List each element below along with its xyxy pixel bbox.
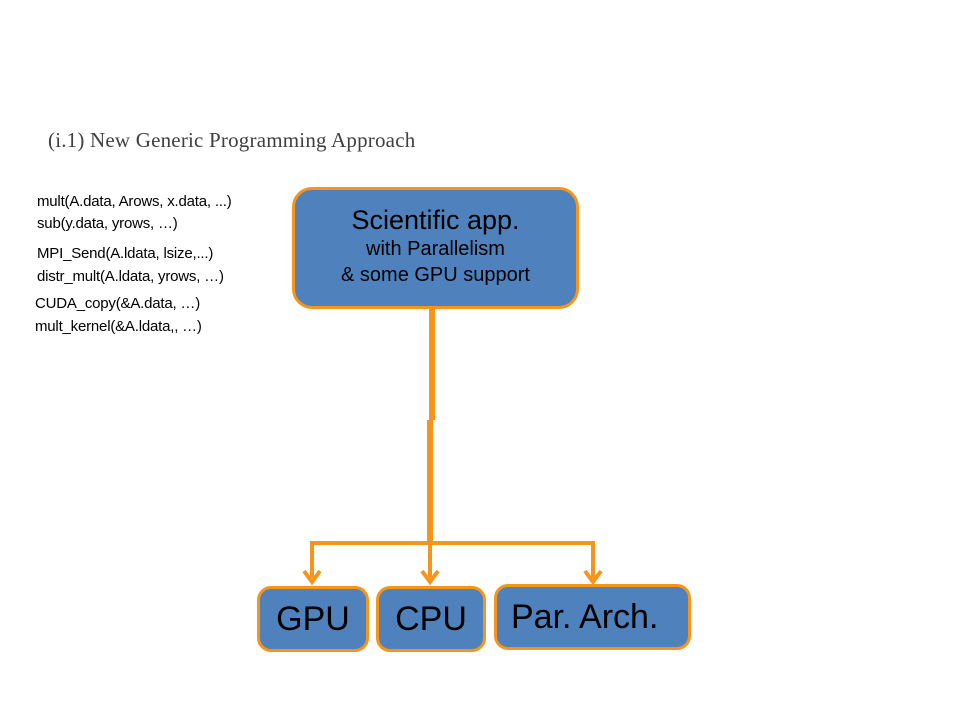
scientific-app-line1: with Parallelism: [366, 238, 505, 260]
par-arch-label: Par. Arch.: [511, 598, 659, 636]
slide-title: (i.1) New Generic Programming Approach: [48, 128, 416, 152]
code-line-cuda-copy: CUDA_copy(&A.data, …): [35, 295, 201, 312]
scientific-app-line2: & some GPU support: [341, 264, 530, 286]
code-line-mpi-send: MPI_Send(A.ldata, lsize,...): [37, 245, 214, 262]
par-arch-box: Par. Arch.: [494, 584, 691, 650]
gpu-box: GPU: [257, 586, 369, 652]
code-line-mult: mult(A.data, Arows, x.data, ...): [37, 193, 232, 210]
arrowhead-par: [583, 569, 603, 586]
code-line-distr-mult: distr_mult(A.ldata, yrows, …): [37, 268, 224, 285]
scientific-app-title: Scientific app.: [351, 205, 520, 235]
gpu-label: GPU: [276, 600, 350, 638]
cpu-label: CPU: [395, 600, 467, 638]
scientific-app-box: Scientific app. with Parallelism & some …: [292, 187, 579, 309]
arrowhead-gpu: [302, 569, 322, 586]
code-line-mult-kernel: mult_kernel(&A.ldata,, …): [35, 318, 202, 335]
cpu-box: CPU: [376, 586, 486, 652]
code-line-sub: sub(y.data, yrows, …): [37, 215, 178, 232]
arrowhead-cpu: [420, 569, 440, 586]
